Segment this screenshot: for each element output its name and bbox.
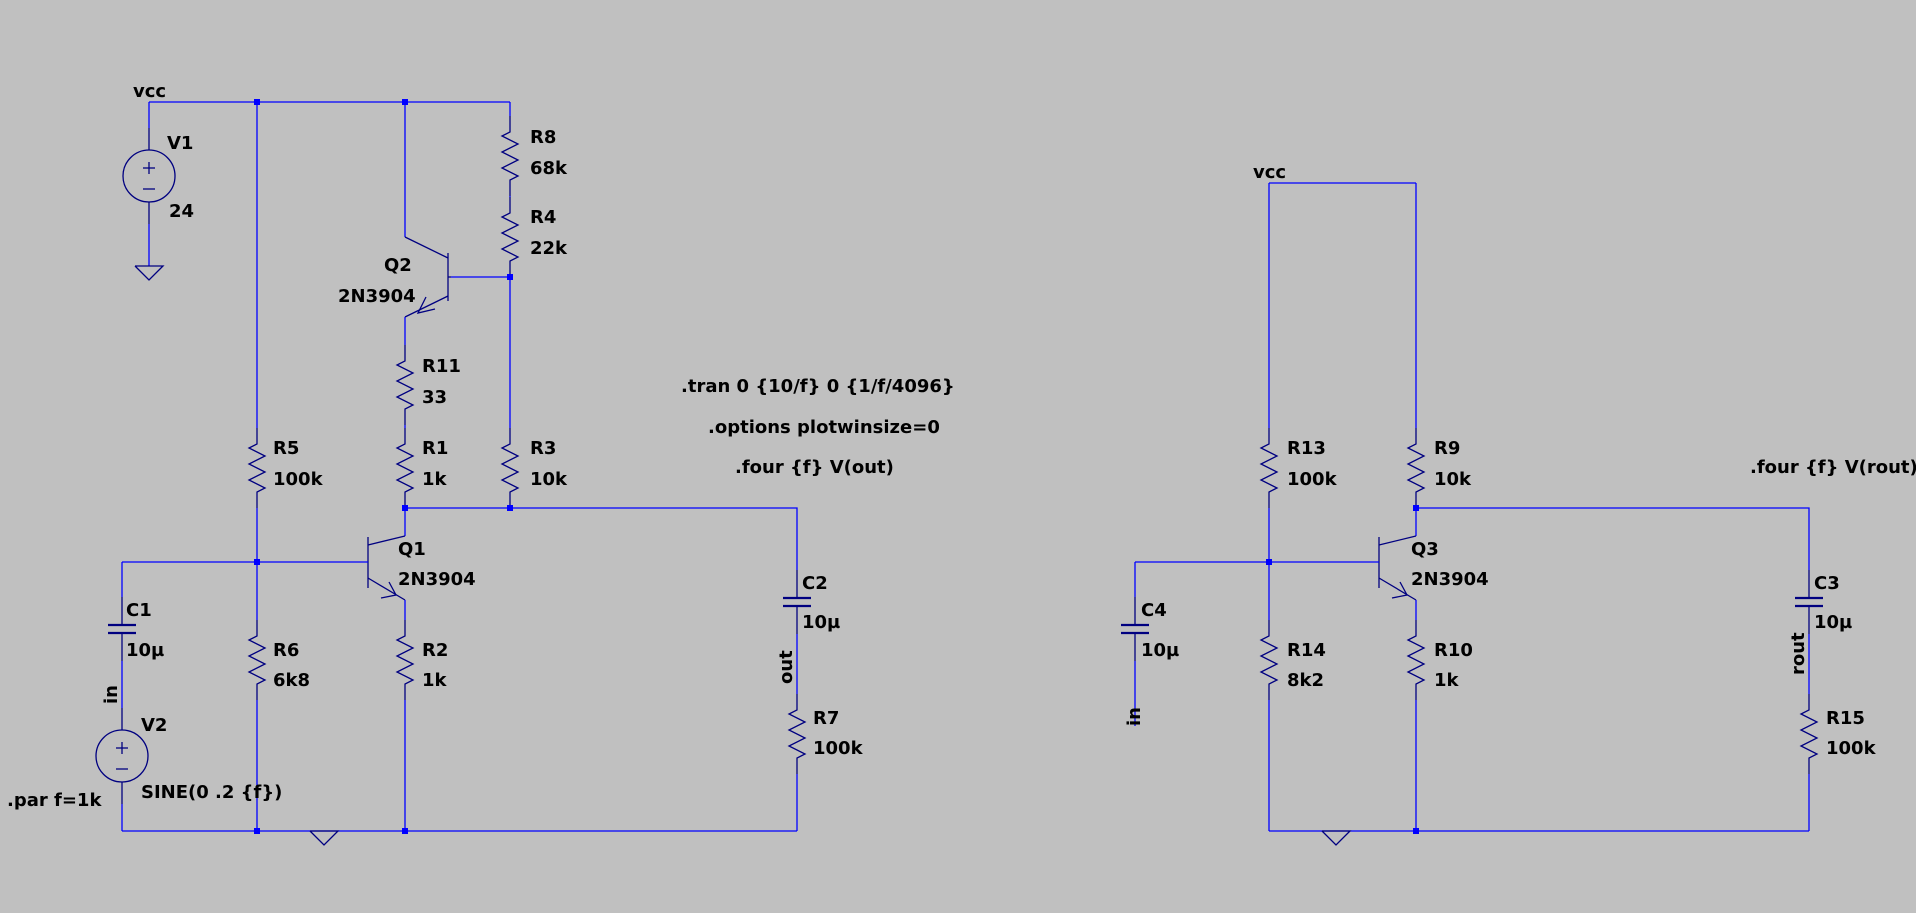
r8-name: R8 [530,127,556,148]
ground-icon [1321,830,1351,846]
net-label-out: out [776,650,797,684]
r7-resistor-symbol[interactable] [788,693,806,775]
net-label-vcc: vcc [133,81,166,102]
r2-value: 1k [422,670,448,691]
r11-name: R11 [422,356,461,377]
r1-resistor-symbol[interactable] [396,427,414,509]
r13-value: 100k [1287,469,1338,490]
c1-name: C1 [126,600,152,621]
c3-value: 10µ [1814,612,1852,633]
r5-name: R5 [273,438,299,459]
r14-resistor-symbol[interactable] [1260,619,1278,701]
net-label-rout: rout [1788,632,1809,675]
r1-name: R1 [422,438,448,459]
r5-value: 100k [273,469,324,490]
r13-resistor-symbol[interactable] [1260,427,1278,509]
ground-icon [134,265,164,281]
r13-name: R13 [1287,438,1326,459]
r8-value: 68k [530,158,568,179]
r9-value: 10k [1434,469,1472,490]
r10-name: R10 [1434,640,1473,661]
q2-transistor-symbol[interactable] [404,236,451,318]
net-label-in: in [1124,707,1145,726]
v2-name: V2 [141,715,167,736]
r15-value: 100k [1826,738,1877,759]
r9-resistor-symbol[interactable] [1407,427,1425,509]
ground-icon [309,830,339,846]
c1-value: 10µ [126,640,164,661]
r15-resistor-symbol[interactable] [1800,693,1818,775]
r7-name: R7 [813,708,839,729]
r4-value: 22k [530,238,568,259]
v1-value: 24 [169,201,194,222]
r15-name: R15 [1826,708,1865,729]
junction-dots [1266,505,1419,834]
r14-name: R14 [1287,640,1326,661]
r6-value: 6k8 [273,670,310,691]
r7-value: 100k [813,738,864,759]
r6-name: R6 [273,640,299,661]
c4-value: 10µ [1141,640,1179,661]
r6-resistor-symbol[interactable] [248,619,266,701]
r4-name: R4 [530,207,556,228]
c4-name: C4 [1141,600,1167,621]
r1-value: 1k [422,469,448,490]
left-circuit [95,99,813,846]
r8-resistor-symbol[interactable] [501,115,519,197]
r2-resistor-symbol[interactable] [396,619,414,701]
r9-name: R9 [1434,438,1460,459]
r4-resistor-symbol[interactable] [501,196,519,278]
r10-value: 1k [1434,670,1460,691]
r10-resistor-symbol[interactable] [1407,619,1425,701]
v1-name: V1 [167,133,193,154]
r3-resistor-symbol[interactable] [501,427,519,509]
q2-name: Q2 [384,255,412,276]
q1-value: 2N3904 [398,569,476,590]
r5-resistor-symbol[interactable] [248,427,266,509]
c2-name: C2 [802,573,828,594]
tran-directive[interactable]: .tran 0 {10/f} 0 {1/f/4096} [681,376,955,397]
r2-name: R2 [422,640,448,661]
right-circuit [1119,182,1825,846]
c3-name: C3 [1814,573,1840,594]
r11-value: 33 [422,387,447,408]
q3-name: Q3 [1411,539,1439,560]
r11-resistor-symbol[interactable] [396,344,414,426]
options-directive[interactable]: .options plotwinsize=0 [708,417,940,438]
r14-value: 8k2 [1287,670,1324,691]
four-rout-directive[interactable]: .four {f} V(rout) [1750,457,1916,478]
r3-name: R3 [530,438,556,459]
junction-dots [254,99,513,834]
c2-value: 10µ [802,612,840,633]
q1-name: Q1 [398,539,426,560]
q2-value: 2N3904 [338,286,416,307]
param-directive[interactable]: .par f=1k [7,790,102,811]
q3-value: 2N3904 [1411,569,1489,590]
net-label-vcc: vcc [1253,162,1286,183]
four-out-directive[interactable]: .four {f} V(out) [735,457,894,478]
r3-value: 10k [530,469,568,490]
net-label-in: in [101,685,122,704]
v2-value: SINE(0 .2 {f}) [141,782,282,803]
